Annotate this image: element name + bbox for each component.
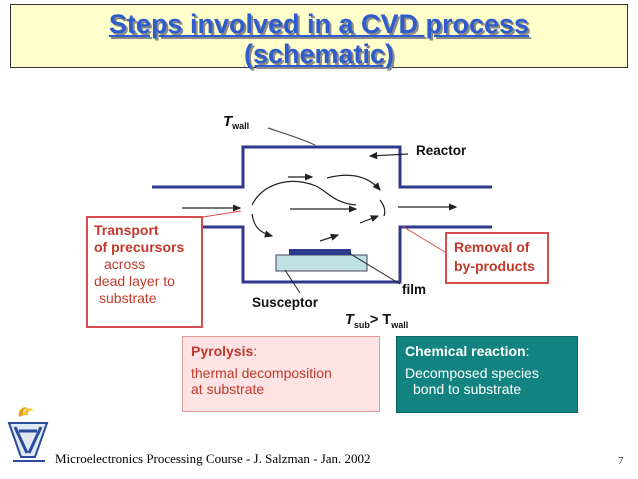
transport-box: Transport of precursors across dead laye… <box>86 216 203 328</box>
transport-line-4: dead layer to <box>94 273 175 289</box>
transport-line-2: of precursors <box>94 239 185 255</box>
susceptor-label: Susceptor <box>252 295 319 310</box>
film-pointer <box>348 252 401 285</box>
deposit-arrow <box>319 233 340 242</box>
flow-curve-4 <box>379 199 386 217</box>
twall-pointer <box>267 127 316 146</box>
reactor-wall-top <box>152 145 492 189</box>
title-line-1: Steps involved in a CVD process <box>108 9 530 39</box>
removal-arrow <box>359 215 380 224</box>
susceptor <box>275 254 368 272</box>
reactor-wall-bottom <box>152 225 492 284</box>
transport-line-1: Transport <box>94 222 159 238</box>
chemical-box: Chemical reaction: Decomposed species bo… <box>396 336 578 413</box>
flow-curve-3 <box>251 213 274 238</box>
chemical-line-2: bond to substrate <box>413 381 522 397</box>
film <box>289 249 351 255</box>
film-label: film <box>402 282 427 297</box>
reactor-pointer-arrow <box>368 152 409 160</box>
pyrolysis-line-2: at substrate <box>191 381 265 397</box>
page-number: 7 <box>618 455 624 467</box>
transport-connector <box>202 210 242 218</box>
technion-logo-icon <box>7 407 49 462</box>
removal-box: Removal of by-products <box>445 232 549 284</box>
title-box: Steps involved in a CVD process (schemat… <box>10 4 628 69</box>
reactor-label: Reactor <box>416 143 467 158</box>
susceptor-pointer <box>284 269 301 294</box>
footer-text: Microelectronics Processing Course - J. … <box>55 451 371 466</box>
flow-curve-2 <box>326 174 381 191</box>
chemical-heading: Chemical reaction <box>405 343 526 359</box>
t-wall-label: Twall <box>223 113 250 131</box>
flow-curve-1 <box>251 180 357 206</box>
pyrolysis-box: Pyrolysis: thermal decomposition at subs… <box>182 336 380 412</box>
title-line-2: (schematic) <box>243 39 395 69</box>
pyrolysis-line-1: thermal decomposition <box>191 365 332 381</box>
removal-line-2: by-products <box>454 258 535 274</box>
removal-line-1: Removal of <box>454 239 530 255</box>
pyrolysis-heading: Pyrolysis <box>191 343 254 359</box>
removal-connector <box>401 225 446 253</box>
transport-line-3: across <box>104 256 146 272</box>
temperature-condition: Tsub> Twall <box>345 312 409 330</box>
chemical-line-1: Decomposed species <box>405 365 539 381</box>
transport-line-5: substrate <box>99 290 157 306</box>
